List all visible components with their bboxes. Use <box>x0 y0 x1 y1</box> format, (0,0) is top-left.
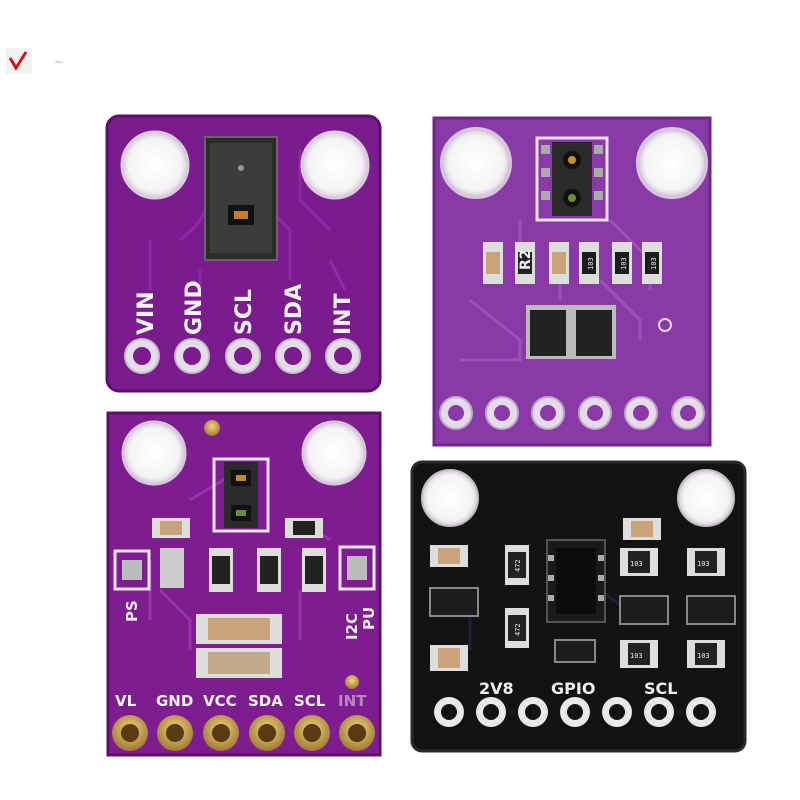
resistor-code: 472 <box>514 559 522 572</box>
mounting-hole <box>120 130 190 200</box>
pin-label-int: INT <box>331 293 356 335</box>
silk-2v8: 2V8 <box>479 679 514 698</box>
resistor-code: 103 <box>587 257 595 270</box>
resistor-code: 103 <box>630 560 643 568</box>
pin-labels: VL GND VCC SDA SCL INT <box>115 692 367 710</box>
resistor-code: 103 <box>620 257 628 270</box>
pin-labels: VIN GND SCL SDA INT <box>134 280 356 335</box>
pin-label-scl: SCL <box>232 289 257 335</box>
sensor-ic <box>546 539 606 623</box>
mounting-hole <box>440 127 512 199</box>
mounting-hole <box>636 127 708 199</box>
mounting-hole <box>677 469 735 527</box>
pin-label-vcc: VCC <box>203 692 237 710</box>
pin-label-sda: SDA <box>282 284 307 335</box>
silk-ps: PS <box>123 600 141 622</box>
i2c-pullup-jumper <box>338 545 376 591</box>
pin-row <box>124 338 361 374</box>
regulator-ic <box>526 305 616 359</box>
resistor-code: 472 <box>514 623 522 636</box>
pin-label-vin: VIN <box>134 291 159 335</box>
resistor-code: 103 <box>697 652 710 660</box>
ps-jumper <box>113 549 151 591</box>
silk-scl: SCL <box>644 679 677 698</box>
smd-components <box>429 518 736 671</box>
gold-pin-row <box>112 715 375 751</box>
pin-row <box>434 697 716 727</box>
pin-label-vl: VL <box>115 692 137 710</box>
silk-pu: PU <box>360 607 378 630</box>
mounting-hole <box>421 469 479 527</box>
board-apds9930: VIN GND SCL SDA INT <box>105 114 382 393</box>
proximity-sensor-chip <box>204 136 278 261</box>
pin-label-int: INT <box>338 692 367 710</box>
pin-labels: 2V8 GPIO SCL <box>479 679 677 698</box>
board-bottom-left: PS I2C PU VL GND VCC SDA SCL INT <box>106 411 382 757</box>
pin-label-scl: SCL <box>294 692 326 710</box>
silk-i2c: I2C <box>343 613 361 640</box>
pin-label-gnd: GND <box>182 280 207 335</box>
svg-text:~: ~ <box>54 55 64 69</box>
board-top-right: R2 103 103 103 <box>432 116 712 447</box>
watermark-logo: ~ <box>6 48 64 74</box>
pin-label-sda: SDA <box>248 692 283 710</box>
board-bottom-right: 472 472 103 103 103 103 2V8 GPIO SCL <box>410 460 747 753</box>
pin-label-gnd: GND <box>156 692 193 710</box>
silk-r2: R2 <box>518 249 534 270</box>
smd-components <box>483 242 662 284</box>
resistor-code: 103 <box>697 560 710 568</box>
pin-row <box>439 396 705 430</box>
resistor-code: 103 <box>630 652 643 660</box>
mounting-hole <box>301 420 367 486</box>
silk-gpio: GPIO <box>551 679 595 698</box>
mounting-hole <box>300 130 370 200</box>
mounting-hole <box>121 420 187 486</box>
sensor-chip <box>535 136 609 222</box>
resistor-code: 103 <box>650 257 658 270</box>
proximity-sensor-chip <box>212 457 270 533</box>
smd-components <box>152 518 326 678</box>
